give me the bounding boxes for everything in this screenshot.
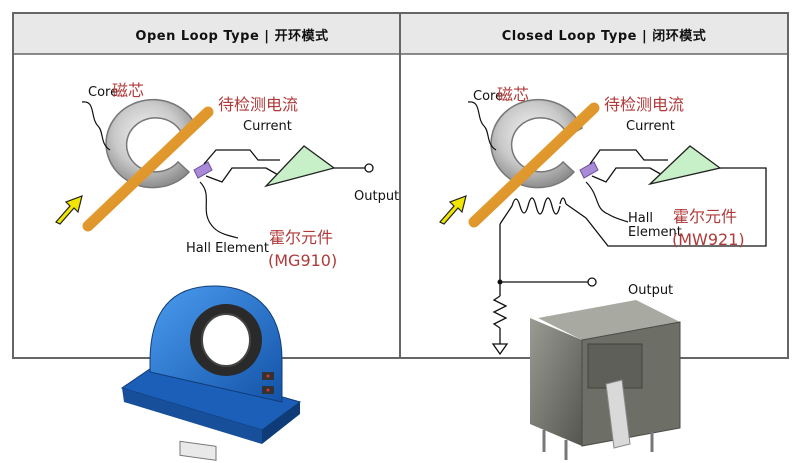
closed-hall-cn: 霍尔元件 bbox=[673, 207, 737, 226]
closed-core-ring bbox=[490, 98, 583, 189]
closed-hall-label-line1: Hall bbox=[628, 211, 653, 226]
closed-loop-sensor-photo bbox=[530, 300, 681, 460]
open-hall-cn: 霍尔元件 bbox=[269, 228, 333, 247]
closed-core-label: Core bbox=[473, 89, 503, 104]
open-current-cn: 待检测电流 bbox=[218, 95, 298, 114]
open-loop-header: Open Loop Type | 开环模式 bbox=[135, 28, 328, 44]
closed-compensation-coil bbox=[499, 197, 587, 225]
closed-load-resistor bbox=[491, 282, 509, 356]
open-loop-diagram: Core 磁芯 待检测电流 Current Output Hall Elemen… bbox=[55, 81, 399, 270]
open-model-label: (MG910) bbox=[268, 251, 337, 270]
closed-amplifier bbox=[647, 145, 722, 186]
left-header-bar bbox=[14, 14, 399, 54]
closed-current-label: Current bbox=[626, 119, 675, 134]
open-core-cn: 磁芯 bbox=[112, 81, 144, 100]
closed-loop-header: Closed Loop Type | 闭环模式 bbox=[502, 28, 707, 44]
open-output-terminal bbox=[364, 163, 374, 173]
closed-hall-label-line2: Element bbox=[628, 225, 682, 240]
closed-loop-diagram: Core 磁芯 待检测电流 Current Hall Element 霍尔元件 … bbox=[439, 85, 767, 356]
closed-core-cn: 磁芯 bbox=[497, 85, 529, 104]
open-current-arrow bbox=[55, 195, 83, 225]
right-header-bar bbox=[401, 14, 787, 54]
right-panel-frame bbox=[399, 12, 789, 359]
open-amplifier bbox=[263, 145, 336, 188]
closed-output-terminal bbox=[587, 277, 597, 287]
open-output-label: Output bbox=[354, 189, 399, 204]
open-hall-label: Hall Element bbox=[186, 241, 269, 256]
open-core-ring bbox=[105, 98, 198, 189]
open-hall-element bbox=[193, 161, 213, 179]
closed-current-cn: 待检测电流 bbox=[604, 95, 684, 114]
closed-hall-element bbox=[579, 161, 599, 179]
open-loop-sensor-photo bbox=[120, 285, 302, 461]
closed-model-label: (MW921) bbox=[672, 230, 745, 249]
open-current-label: Current bbox=[243, 119, 292, 134]
closed-current-arrow bbox=[439, 195, 467, 225]
closed-conductor-rod bbox=[468, 102, 600, 228]
open-conductor-rod bbox=[82, 106, 214, 232]
open-core-label: Core bbox=[88, 85, 118, 100]
closed-output-label: Output bbox=[628, 283, 673, 298]
